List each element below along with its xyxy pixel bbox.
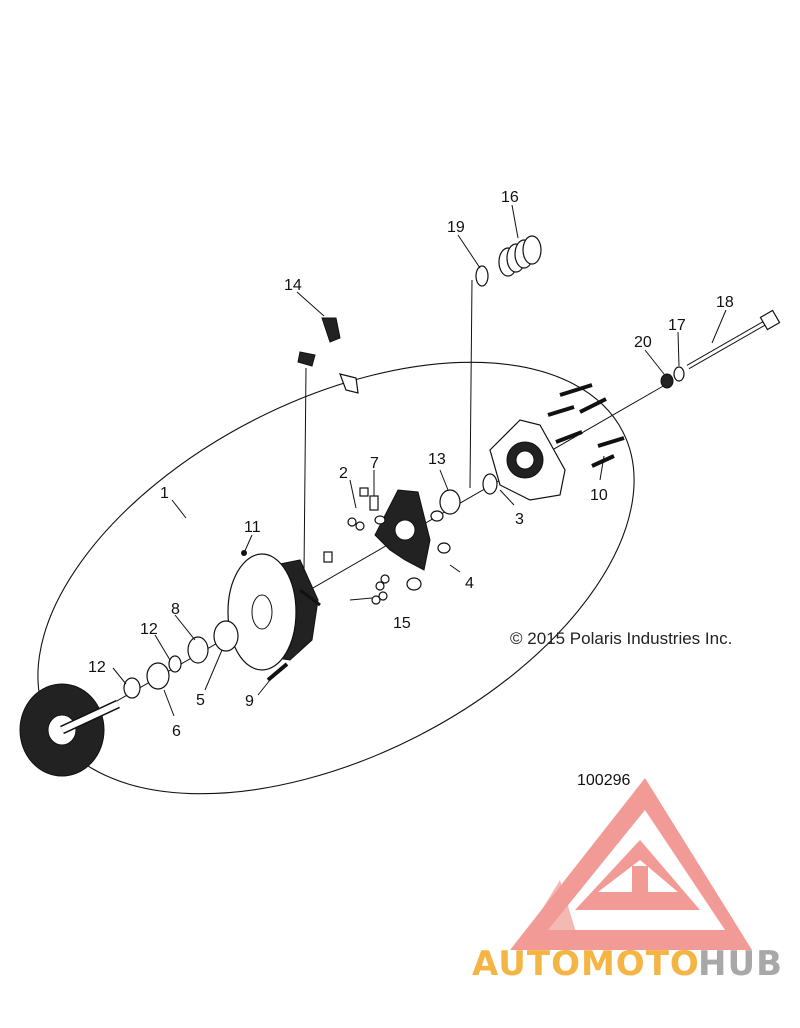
bushing-6 <box>146 662 170 690</box>
moveable-sheave-11 <box>227 553 321 671</box>
callout-2: 2 <box>339 465 348 482</box>
marker-dot-11 <box>241 550 247 556</box>
watermark-text-1: AUTOMOTO <box>472 944 700 984</box>
callout-7: 7 <box>370 455 379 472</box>
callout-15: 15 <box>393 615 411 632</box>
nut-20 <box>660 373 674 389</box>
ring-12b <box>123 677 141 699</box>
washer-17 <box>673 366 685 382</box>
callout-17: 17 <box>668 317 686 334</box>
assembly-outline <box>37 361 635 795</box>
callout-11: 11 <box>244 519 261 536</box>
callout-13: 13 <box>428 451 446 468</box>
document-number: 100296 <box>577 772 630 789</box>
pin-9 <box>266 662 289 682</box>
spring-16 <box>498 235 542 277</box>
washer-19 <box>475 265 489 287</box>
callout-20: 20 <box>634 334 652 351</box>
fixed-sheave <box>19 683 120 777</box>
washer-3 <box>482 473 498 495</box>
callout-10: 10 <box>590 487 608 504</box>
callout-9: 9 <box>245 693 254 710</box>
copyright-text: © 2015 Polaris Industries Inc. <box>510 629 732 648</box>
callout-6: 6 <box>172 723 181 740</box>
spider-4 <box>374 489 451 591</box>
callout-8: 8 <box>171 601 180 618</box>
callout-3: 3 <box>515 511 524 528</box>
bushing-8 <box>187 636 209 664</box>
callout-1: 1 <box>160 485 169 502</box>
rollers-15 <box>371 574 390 605</box>
watermark-text-2: HUB <box>698 944 783 984</box>
leader-14 <box>303 367 307 573</box>
watermark-logo <box>510 778 752 950</box>
callout-12b: 12 <box>88 659 106 676</box>
bolts-10 <box>547 383 625 468</box>
axis-line <box>69 384 666 729</box>
weights-14 <box>297 317 359 394</box>
leader-19 <box>469 279 473 489</box>
bushing-13 <box>439 489 461 515</box>
callout-18: 18 <box>716 294 734 311</box>
pins-2-7 <box>323 487 379 563</box>
ring-12a <box>168 655 182 673</box>
bolt-18 <box>686 309 781 370</box>
callout-leaders <box>112 204 727 717</box>
cover-plate <box>489 419 566 501</box>
callout-12a: 12 <box>140 621 158 638</box>
callout-14: 14 <box>284 277 302 294</box>
callout-5: 5 <box>196 692 205 709</box>
callout-4: 4 <box>465 575 474 592</box>
bushing-5 <box>213 620 239 652</box>
callout-16: 16 <box>501 189 519 206</box>
callout-19: 19 <box>447 219 465 236</box>
